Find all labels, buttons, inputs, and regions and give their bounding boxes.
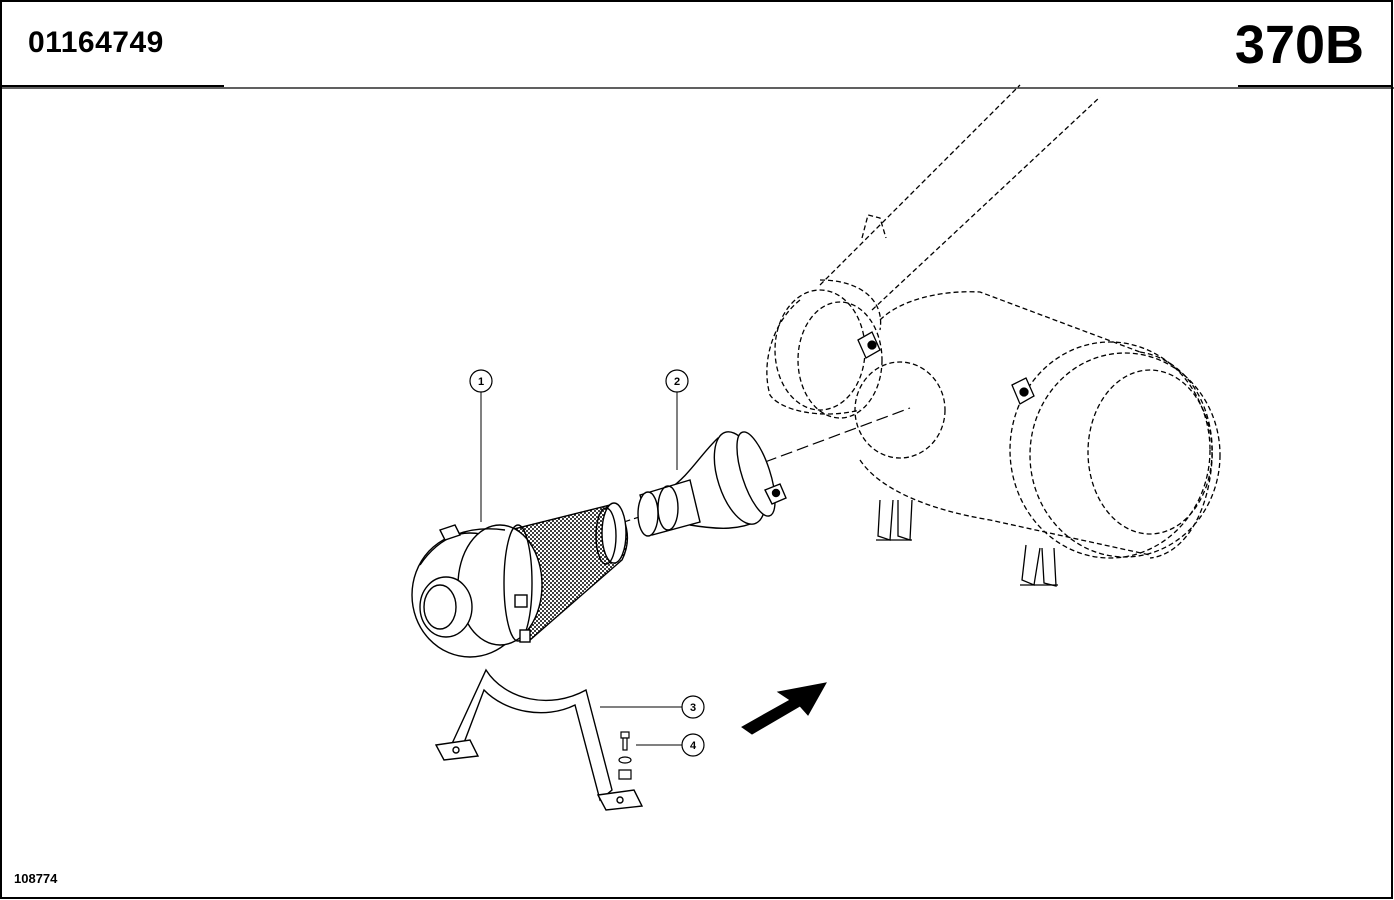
callout-3-label: 3 [690,702,696,714]
callout-2: 2 [665,369,689,470]
assembly-centerline [764,407,911,463]
direction-arrow [741,682,827,735]
document-number: 01164749 [28,26,164,59]
air-cleaner-housing [766,84,1221,559]
callout-3: 3 [600,695,705,719]
adapter-reducer [637,431,787,537]
callout-4: 4 [636,733,705,757]
callout-2-label: 2 [674,376,680,388]
callout-1-label: 1 [478,376,484,388]
section-code: 370B [1234,15,1364,75]
figure-id: 108774 [14,871,58,886]
pre-cleaner [411,502,629,658]
support-bracket [434,668,644,811]
housing-clamps-and-feet [857,331,1058,587]
callout-1: 1 [469,369,493,522]
hardware-bolt-washer-nut [618,731,632,780]
callout-4-label: 4 [690,740,697,752]
